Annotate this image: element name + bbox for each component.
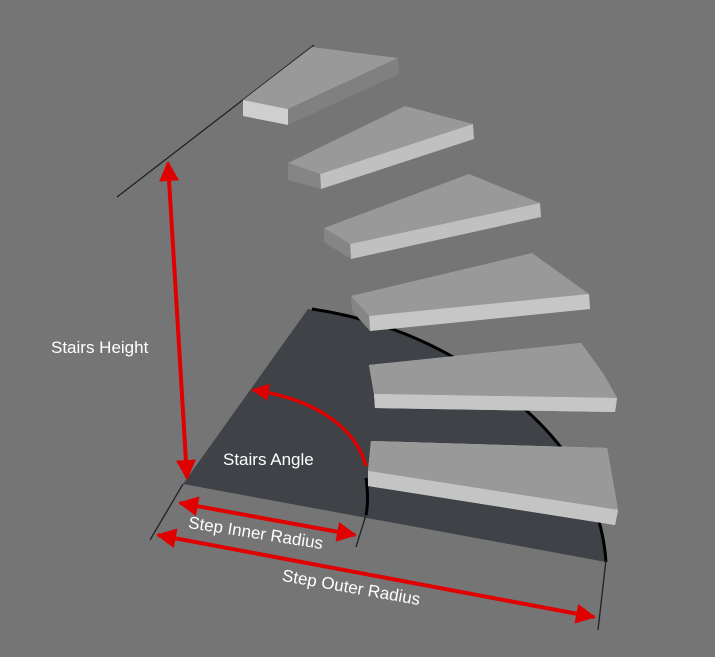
step-6 (243, 47, 399, 125)
step-outer-radius-arrow (156, 528, 596, 624)
step-5 (288, 106, 474, 189)
height-guide-line (116, 44, 315, 198)
stairs-angle-arrow (251, 383, 368, 467)
inner-radius-tick (355, 514, 367, 548)
step-2 (369, 343, 617, 412)
step-1 (368, 441, 618, 525)
step-3 (351, 253, 590, 331)
outer-radius-tick (597, 559, 607, 631)
base-guide-line (149, 483, 184, 541)
inner-arc-line (364, 477, 369, 516)
stairs-height-arrow (159, 161, 196, 480)
stairs-height-label: Stairs Height (51, 338, 149, 357)
step-4 (324, 174, 541, 259)
stairs-angle-label: Stairs Angle (223, 450, 314, 469)
